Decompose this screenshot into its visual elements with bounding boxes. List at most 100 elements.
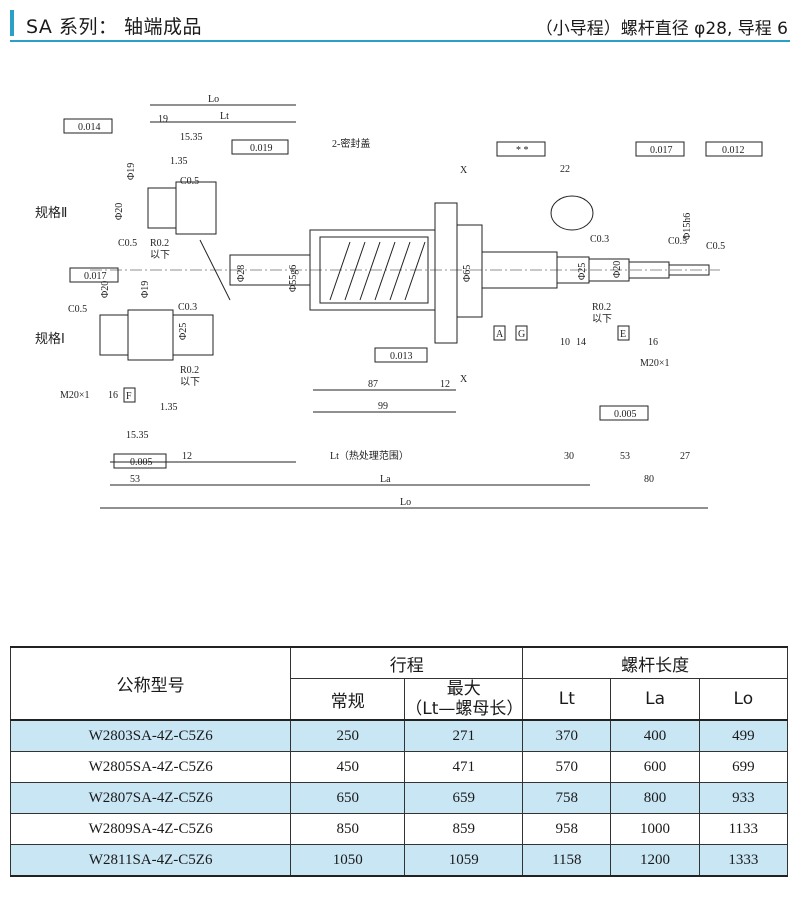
col-la-header: La — [610, 678, 700, 721]
below2: 以下 — [592, 314, 612, 325]
table-row: W2811SA-4Z-C5Z6 1050 1059 1158 1200 1333 — [9, 844, 789, 877]
col-length-header: 螺杆长度 — [522, 646, 788, 679]
cell-max: 859 — [404, 813, 524, 845]
cell-max: 471 — [404, 751, 524, 783]
cell-la: 400 — [610, 719, 700, 752]
dim-phi20c: Φ20 — [100, 281, 111, 298]
tol-0005b: 0.005 — [130, 457, 153, 468]
dim-m20a: M20×1 — [640, 358, 670, 369]
dim-1535a: 15.35 — [180, 132, 203, 143]
dim-lt-heat: Lt（热处理范围） — [330, 449, 409, 462]
cell-model: W2803SA-4Z-C5Z6 — [9, 719, 292, 752]
cell-la: 1200 — [610, 844, 700, 877]
cell-normal: 1050 — [290, 844, 406, 877]
dim-r02c: R0.2 — [180, 365, 199, 376]
dim-phi19a: Φ19 — [126, 163, 137, 180]
dim-la: La — [380, 474, 391, 485]
cell-la: 600 — [610, 751, 700, 783]
datum-a: A — [496, 329, 504, 340]
seal-label: 2-密封盖 — [332, 137, 370, 150]
cell-lo: 499 — [698, 719, 789, 752]
dim-c05d: C0.5 — [706, 241, 725, 252]
dim-phi19b: Φ19 — [140, 281, 151, 298]
dim-80: 80 — [644, 474, 654, 485]
datum-f: F — [126, 391, 132, 402]
dim-phi25b: Φ25 — [178, 323, 189, 340]
cell-model: W2811SA-4Z-C5Z6 — [9, 844, 292, 877]
page-title: SA 系列： 轴端成品 — [26, 16, 202, 38]
cell-lo: 699 — [698, 751, 789, 783]
tol-0012: 0.012 — [722, 145, 745, 156]
cell-lo: 933 — [698, 782, 789, 814]
cell-model: W2807SA-4Z-C5Z6 — [9, 782, 292, 814]
tol-0017a: 0.017 — [84, 271, 107, 282]
dim-phi20a: Φ20 — [114, 203, 125, 220]
dim-12a: 12 — [440, 379, 450, 390]
col-stroke-header: 行程 — [290, 646, 524, 679]
dim-r02b: R0.2 — [592, 302, 611, 313]
cell-lt: 758 — [522, 782, 612, 814]
dim-135a: 1.35 — [170, 156, 188, 167]
tol-stars: * * — [516, 145, 529, 156]
tol-0014: 0.014 — [78, 122, 101, 133]
dim-lo: Lo — [400, 497, 411, 508]
cell-normal: 450 — [290, 751, 406, 783]
dim-m20b: M20×1 — [60, 390, 90, 401]
col-normal-header: 常规 — [290, 678, 406, 721]
col-model-header: 公称型号 — [9, 646, 292, 721]
section-x-bot: X — [460, 374, 468, 385]
col-max-label: 最大 — [446, 679, 481, 699]
cell-normal: 650 — [290, 782, 406, 814]
technical-drawing: 规格Ⅱ 规格Ⅰ Lo Lt 19 15.35 1.35 Φ19 Φ20 C0.5… — [35, 94, 763, 509]
cell-max: 659 — [404, 782, 524, 814]
dim-19a: 19 — [158, 114, 168, 125]
dim-14: 14 — [576, 337, 586, 348]
cell-lt: 958 — [522, 813, 612, 845]
table-row: W2805SA-4Z-C5Z6 450 471 570 600 699 — [9, 751, 789, 783]
dim-30: 30 — [564, 451, 574, 462]
dim-c05e: C0.5 — [68, 304, 87, 315]
dim-lt-top: Lt — [220, 111, 229, 122]
cell-lt: 1158 — [522, 844, 612, 877]
col-lt-header: Lt — [522, 678, 612, 721]
cell-lt: 370 — [522, 719, 612, 752]
datum-g: G — [518, 329, 525, 340]
table-row: W2809SA-4Z-C5Z6 850 859 958 1000 1133 — [9, 813, 789, 845]
dim-lo-top: Lo — [208, 94, 219, 105]
dim-phi65: Φ65 — [462, 265, 473, 282]
dim-c03b: C0.3 — [178, 302, 197, 313]
spec-table: 公称型号 行程 螺杆长度 常规 最大 （Lt—螺母长） Lt La Lo W28… — [9, 646, 789, 877]
below3: 以下 — [180, 377, 200, 388]
dim-10: 10 — [560, 337, 570, 348]
cell-normal: 850 — [290, 813, 406, 845]
tol-0019: 0.019 — [250, 143, 273, 154]
dim-r02a: R0.2 — [150, 238, 169, 249]
dim-1535b: 15.35 — [126, 430, 149, 441]
cell-la: 1000 — [610, 813, 700, 845]
section-x-top: X — [460, 165, 468, 176]
tol-0017b: 0.017 — [650, 145, 673, 156]
spec2-label: 规格Ⅱ — [35, 205, 67, 221]
cell-max: 1059 — [404, 844, 524, 877]
page-header: SA 系列： 轴端成品 （小导程）螺杆直径 φ28, 导程 6 — [10, 6, 790, 42]
dim-53b: 53 — [130, 474, 140, 485]
dim-phi55: Φ55g6 — [288, 265, 299, 292]
col-lo-header: Lo — [698, 678, 789, 721]
below1: 以下 — [150, 250, 170, 261]
dim-phi28: Φ28 — [236, 265, 247, 282]
cell-lt: 570 — [522, 751, 612, 783]
cell-normal: 250 — [290, 719, 406, 752]
spec1-label: 规格Ⅰ — [35, 331, 65, 347]
dim-phi20b: Φ20 — [612, 261, 623, 278]
dim-135b: 1.35 — [160, 402, 178, 413]
dim-12b: 12 — [182, 451, 192, 462]
dim-87: 87 — [368, 379, 378, 390]
cell-model: W2805SA-4Z-C5Z6 — [9, 751, 292, 783]
cell-max: 271 — [404, 719, 524, 752]
table-row: W2803SA-4Z-C5Z6 250 271 370 400 499 — [9, 719, 789, 752]
tol-0013: 0.013 — [390, 351, 413, 362]
dim-phi15: Φ15h6 — [682, 213, 693, 240]
tol-0005a: 0.005 — [614, 409, 637, 420]
dim-c05a: C0.5 — [180, 176, 199, 187]
dim-16b: 16 — [108, 390, 118, 401]
